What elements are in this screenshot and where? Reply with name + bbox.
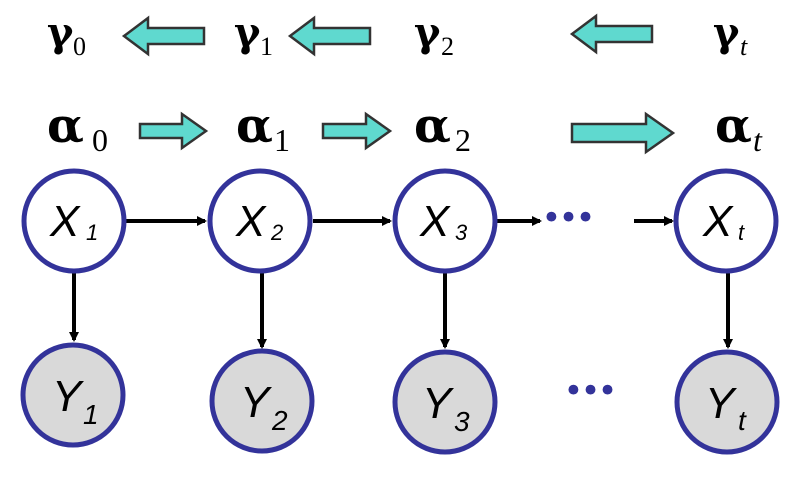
alpha-subscript: 1	[274, 122, 290, 158]
node-label: X	[235, 197, 267, 246]
observed-node-yt[interactable]: Y t	[674, 349, 780, 455]
alpha-symbol: α	[236, 98, 273, 154]
node-label: X	[702, 197, 734, 246]
gamma-subscript: 1	[260, 32, 273, 61]
observed-node-y3[interactable]: Y 3	[392, 349, 498, 455]
forward-message-arrow-icon	[321, 111, 393, 151]
gamma-symbol: γ	[414, 9, 441, 56]
alpha-0-label: α 0	[47, 98, 108, 158]
node-label: Y	[422, 379, 454, 428]
gamma-subscript: 0	[73, 32, 86, 61]
node-subscript: 3	[455, 220, 468, 245]
node-circle	[20, 342, 126, 448]
hidden-node-x2[interactable]: X 2	[207, 168, 313, 274]
node-subscript: 3	[454, 406, 470, 437]
node-label: X	[49, 197, 81, 246]
node-circle	[207, 168, 313, 274]
backward-message-arrow-icon	[121, 15, 206, 57]
gamma-symbol: γ	[47, 9, 74, 56]
node-label: X	[419, 197, 451, 246]
hidden-nodes: X 1 X 2 X 3 X t •••	[21, 168, 779, 274]
node-circle	[674, 349, 780, 455]
node-circle	[209, 348, 315, 454]
node-circle	[673, 168, 779, 274]
observed-nodes: Y 1 Y 2 Y 3 Y t •••	[20, 342, 780, 455]
node-subscript: 1	[86, 220, 98, 245]
node-label: Y	[52, 372, 84, 421]
backward-message-arrow-icon	[569, 13, 654, 55]
alpha-1-label: α 1	[236, 98, 290, 158]
hidden-node-x1[interactable]: X 1	[21, 168, 127, 274]
alpha-subscript: 2	[455, 122, 471, 158]
hidden-node-x3[interactable]: X 3	[392, 168, 498, 274]
node-subscript: 2	[271, 405, 288, 436]
alpha-symbol: α	[715, 98, 752, 154]
alpha-2-label: α 2	[414, 98, 471, 158]
alpha-subscript: 0	[92, 122, 108, 158]
backward-message-row: γ 0 γ 1 γ 2 γ t	[47, 9, 748, 61]
node-circle	[392, 168, 498, 274]
gamma-symbol: γ	[713, 9, 740, 56]
gamma-t-label: γ t	[713, 9, 748, 61]
node-label: Y	[705, 379, 737, 428]
node-subscript: t	[738, 405, 747, 436]
node-subscript: 1	[83, 399, 99, 430]
alpha-symbol: α	[414, 98, 451, 154]
node-circle	[21, 168, 127, 274]
node-subscript: 2	[270, 220, 283, 245]
gamma-symbol: γ	[234, 9, 261, 56]
node-label: Y	[240, 378, 272, 427]
backward-message-arrow-icon	[287, 15, 372, 57]
gamma-0-label: γ 0	[47, 9, 86, 61]
forward-message-row: α 0 α 1 α 2 α t	[47, 98, 763, 158]
emission-edges	[69, 273, 733, 349]
gamma-2-label: γ 2	[414, 9, 454, 61]
observed-node-y2[interactable]: Y 2	[209, 348, 315, 454]
forward-message-arrow-icon	[570, 111, 676, 155]
alpha-t-label: α t	[715, 98, 763, 158]
hidden-ellipsis: •••	[541, 198, 592, 238]
observed-node-y1[interactable]: Y 1	[20, 342, 126, 448]
node-circle	[392, 349, 498, 455]
forward-message-arrow-icon	[138, 111, 209, 151]
hidden-node-xt[interactable]: X t	[673, 168, 779, 274]
alpha-subscript: t	[753, 122, 763, 158]
observed-ellipsis: •••	[563, 371, 614, 411]
gamma-subscript: t	[740, 32, 748, 61]
gamma-subscript: 2	[441, 32, 454, 61]
alpha-symbol: α	[47, 98, 84, 154]
gamma-1-label: γ 1	[234, 9, 273, 61]
node-subscript: t	[738, 220, 745, 245]
